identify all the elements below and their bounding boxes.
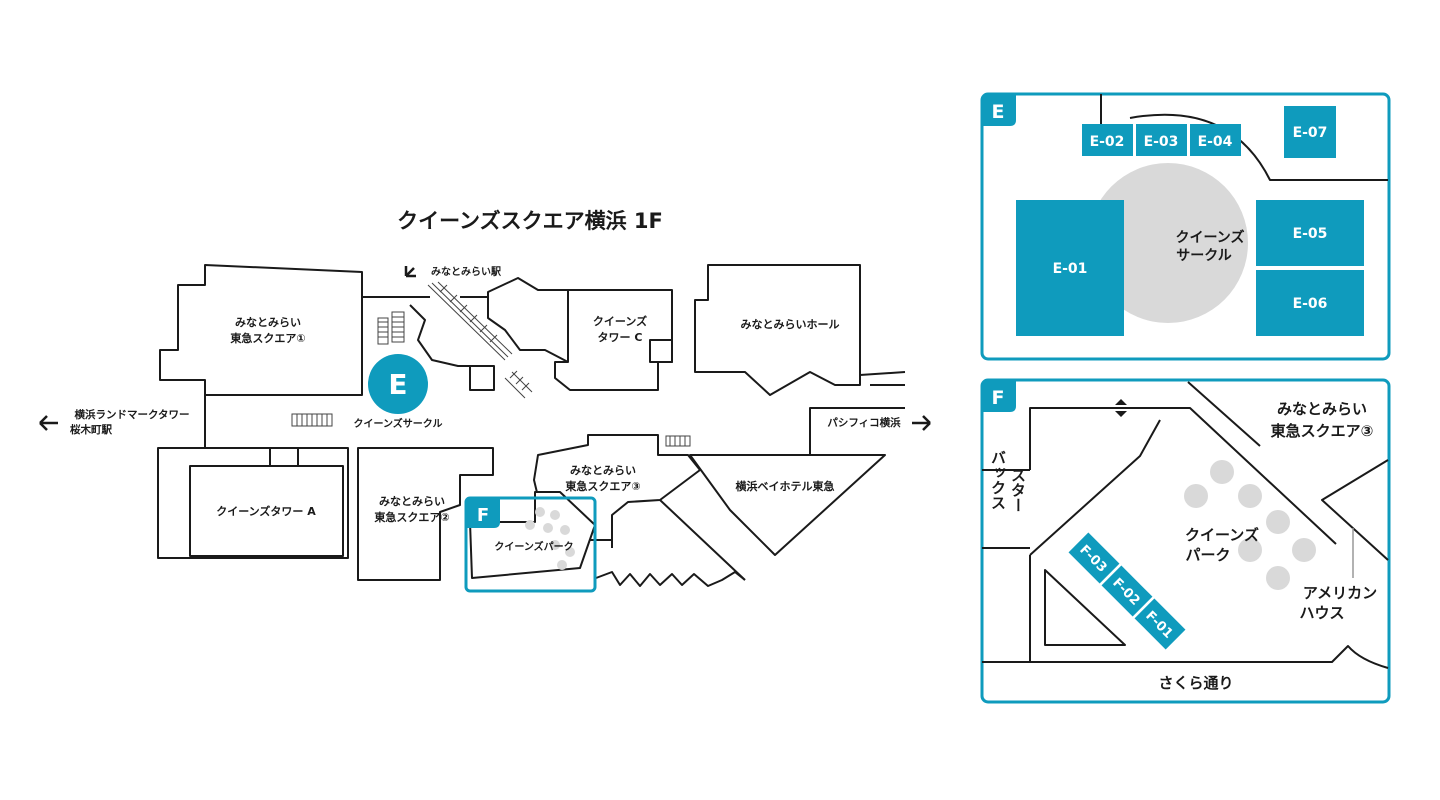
area-queens-tower-c-outer[interactable]: [487, 277, 569, 363]
svg-text:スター: スター: [1009, 468, 1027, 513]
marker-e[interactable]: [368, 354, 428, 414]
label-tokyu-square-3-line2: 東急スクエア③: [565, 479, 640, 493]
booth-e-07[interactable]: [1284, 106, 1336, 158]
queens-park-dots: [1184, 460, 1316, 590]
label-tokyu-square-2-line2: 東急スクエア②: [374, 510, 449, 524]
panel-f-wall: [1029, 555, 1389, 669]
label-bay-hotel-tokyu: 横浜ベイホテル東急: [736, 479, 835, 493]
booth-e-06[interactable]: [1256, 270, 1364, 336]
booth-e-05-label: E-05: [1293, 226, 1328, 242]
label-queens-circle: クイーンズサークル: [354, 417, 443, 430]
direction-station: みなとみらい駅: [431, 266, 502, 278]
escalator: [504, 370, 533, 399]
partition: [269, 448, 299, 466]
booth-e-01-label: E-01: [1053, 261, 1088, 277]
panel-f-wall: [1321, 459, 1389, 561]
arrow-up-left-icon: [404, 266, 416, 278]
panel-f-sakura: さくら通り: [1158, 674, 1233, 692]
booth-e-03[interactable]: [1136, 124, 1187, 156]
booth-e-04-label: E-04: [1198, 134, 1233, 150]
panel-f-tokyu3-line1: みなとみらい: [1277, 400, 1367, 418]
panel-f-tab: [982, 380, 1016, 412]
panel-f-starbucks: スター バックス: [989, 450, 1027, 513]
label-minatomirai-hall: みなとみらいホール: [741, 318, 840, 331]
svg-text:バックス: バックス: [989, 450, 1007, 510]
panel-e-tab-label: E: [992, 101, 1005, 123]
arrow-left-icon: [39, 415, 58, 431]
area-bay-hotel-tokyu[interactable]: [689, 454, 886, 556]
booth-e-06-label: E-06: [1293, 296, 1328, 312]
marker-e-label: E: [388, 368, 407, 401]
up-down-arrow-icon: [1115, 399, 1127, 417]
booth-e-05[interactable]: [1256, 200, 1364, 266]
corridor-line: [611, 499, 746, 581]
panel-f-american-line1: アメリカン: [1303, 584, 1377, 602]
booth-e-03-label: E-03: [1144, 134, 1179, 150]
panel-f-american-line2: ハウス: [1299, 604, 1344, 622]
escalator: [427, 281, 513, 361]
stairs: [291, 413, 333, 427]
page-title: クイーンズスクエア横浜 1F: [397, 209, 663, 233]
south-edge-zigzag: [595, 571, 746, 587]
highlight-f[interactable]: [464, 496, 597, 593]
partition: [469, 365, 495, 391]
booth-e-01[interactable]: [1016, 200, 1124, 336]
arrow-right-icon: [912, 415, 931, 431]
area-tokyu-square-1[interactable]: [159, 264, 363, 396]
booth-e-04[interactable]: [1190, 124, 1241, 156]
area-queens-tower-a[interactable]: [189, 465, 344, 557]
panel-f-park-line2: パーク: [1185, 546, 1230, 564]
label-queens-tower-c-line1: クイーンズ: [593, 314, 647, 328]
panel-f-tokyu3-line2: 東急スクエア③: [1271, 422, 1374, 440]
label-tokyu-square-1-line2: 東急スクエア①: [230, 331, 305, 345]
panel-f-tab-label: F: [992, 387, 1005, 409]
booth-e-07-label: E-07: [1293, 125, 1328, 141]
area-minatomirai-hall[interactable]: [694, 264, 861, 396]
area-queens-tower-c[interactable]: [554, 289, 673, 391]
panel-f-wall: [1029, 381, 1337, 556]
panel-e-circle-label-line1: クイーンズ: [1175, 229, 1244, 246]
label-queens-tower-a: クイーンズタワー A: [216, 504, 316, 518]
area-tokyu-square-2[interactable]: [357, 447, 494, 581]
corridor-line: [809, 407, 905, 455]
queens-circle-area: [1088, 163, 1248, 323]
queens-park-dots: [525, 507, 575, 570]
booth-e-02[interactable]: [1082, 124, 1133, 156]
stairs: [377, 311, 405, 345]
area-queens-park[interactable]: [469, 491, 596, 579]
direction-landmark-line2: 桜木町駅: [70, 423, 112, 436]
direction-pacifico: パシフィコ横浜: [827, 416, 901, 429]
partition: [649, 339, 673, 363]
label-queens-tower-c-line2: タワー C: [598, 331, 643, 344]
marker-f[interactable]: [466, 498, 500, 528]
panel-e-circle-label-line2: サークル: [1176, 248, 1232, 264]
panel-f-park-line1: クイーンズ: [1185, 526, 1259, 544]
direction-landmark-line1: 横浜ランドマークタワー: [74, 408, 189, 421]
marker-f-label: F: [477, 505, 489, 526]
corridor-line: [409, 304, 470, 367]
label-tokyu-square-1-line1: みなとみらい: [235, 316, 301, 329]
stairs: [665, 435, 691, 447]
label-queens-park: クイーンズパーク: [494, 540, 573, 553]
panel-f-wall: [982, 469, 1030, 663]
panel-e-tab: [982, 94, 1016, 126]
panel-f-triangle: [1044, 569, 1126, 646]
booth-e-02-label: E-02: [1090, 134, 1125, 150]
corridor-line: [859, 371, 906, 386]
label-tokyu-square-3-line1: みなとみらい: [570, 464, 636, 477]
label-tokyu-square-2-line1: みなとみらい: [379, 495, 445, 508]
